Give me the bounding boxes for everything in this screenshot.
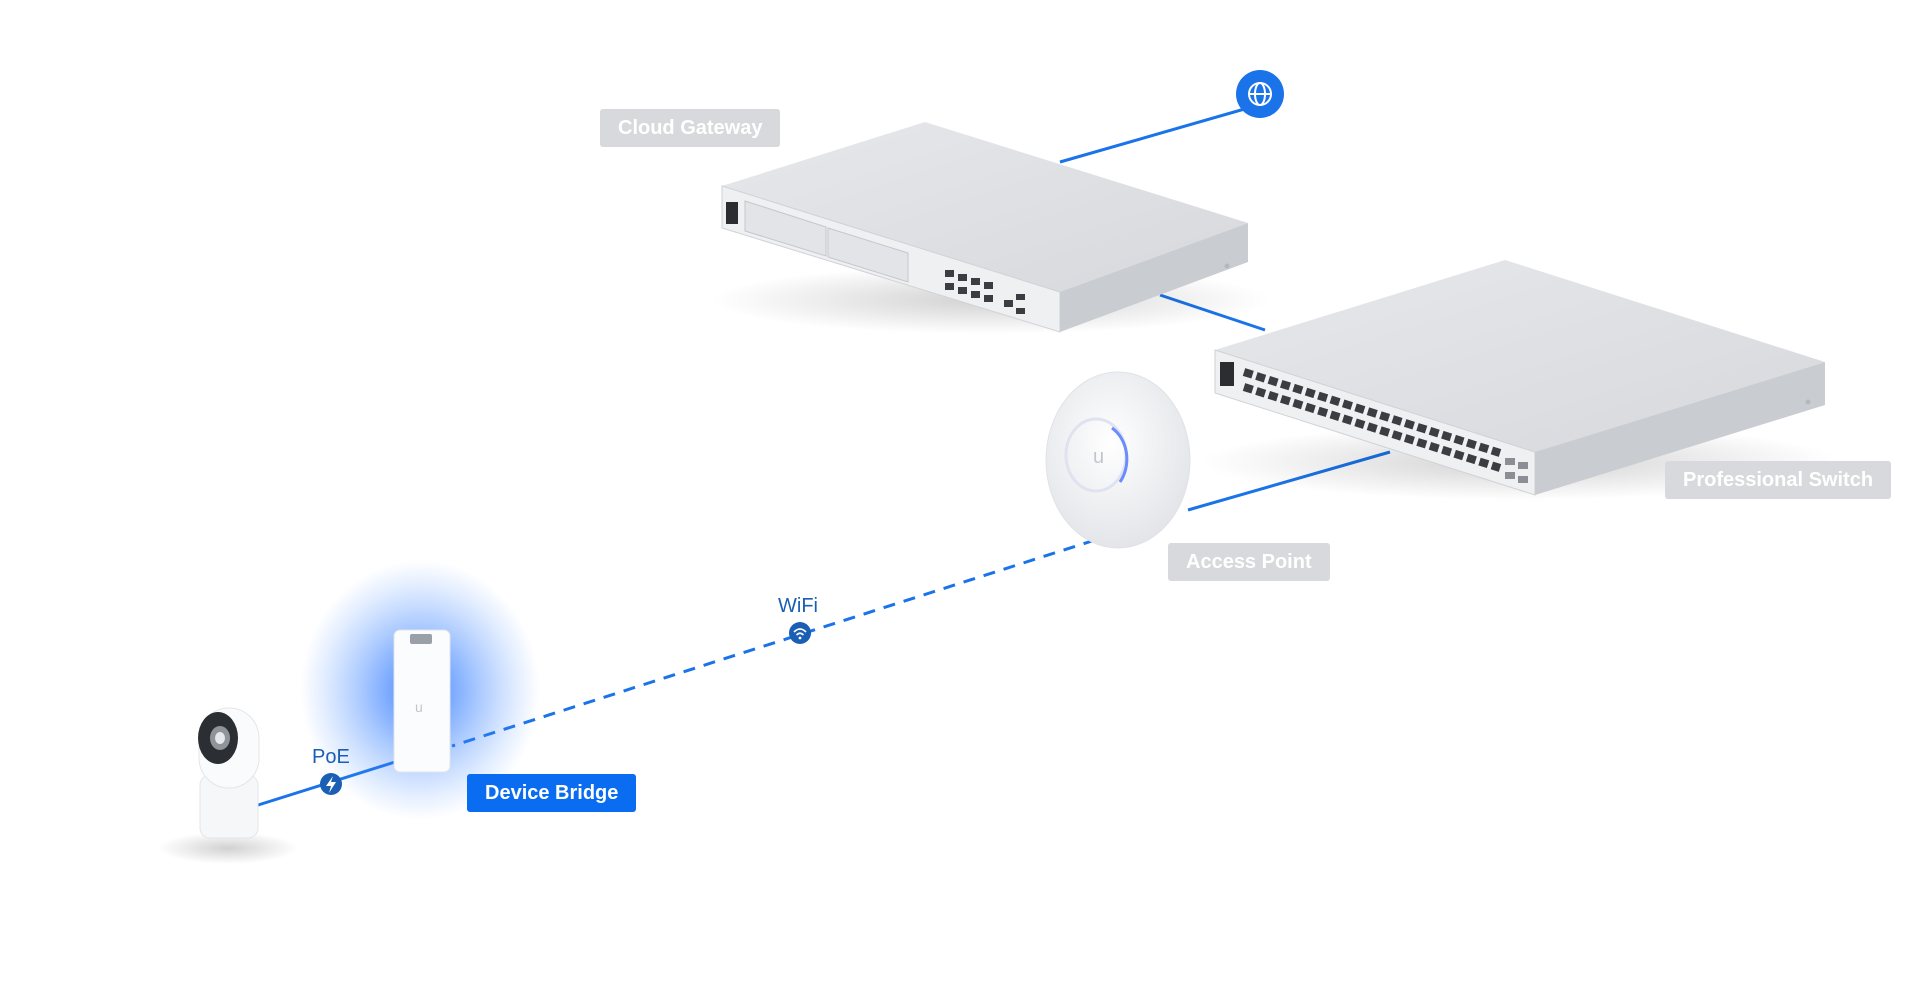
access-point-device: u xyxy=(1045,371,1191,549)
svg-text:u: u xyxy=(1093,446,1104,468)
wifi-link xyxy=(451,538,1096,748)
poe-connection-label: PoE xyxy=(312,746,350,768)
device-bridge-device: u xyxy=(300,560,540,820)
professional-switch-device xyxy=(1214,260,1825,496)
internet-link xyxy=(1059,104,1256,164)
lightning-icon xyxy=(320,773,342,795)
wifi-connection-label: WiFi xyxy=(778,595,818,617)
svg-text:u: u xyxy=(415,699,423,715)
cloud-gateway-label: Cloud Gateway xyxy=(600,109,781,147)
camera-device xyxy=(198,707,260,839)
switch-port-rows xyxy=(1242,368,1502,472)
wifi-icon xyxy=(789,622,811,644)
camera-shadow xyxy=(158,832,298,864)
device-bridge-label: Device Bridge xyxy=(467,774,637,812)
globe-icon xyxy=(1236,70,1284,118)
cloud-gateway-device xyxy=(721,122,1248,333)
professional-switch-label: Professional Switch xyxy=(1665,461,1892,499)
access-point-label: Access Point xyxy=(1168,543,1330,581)
